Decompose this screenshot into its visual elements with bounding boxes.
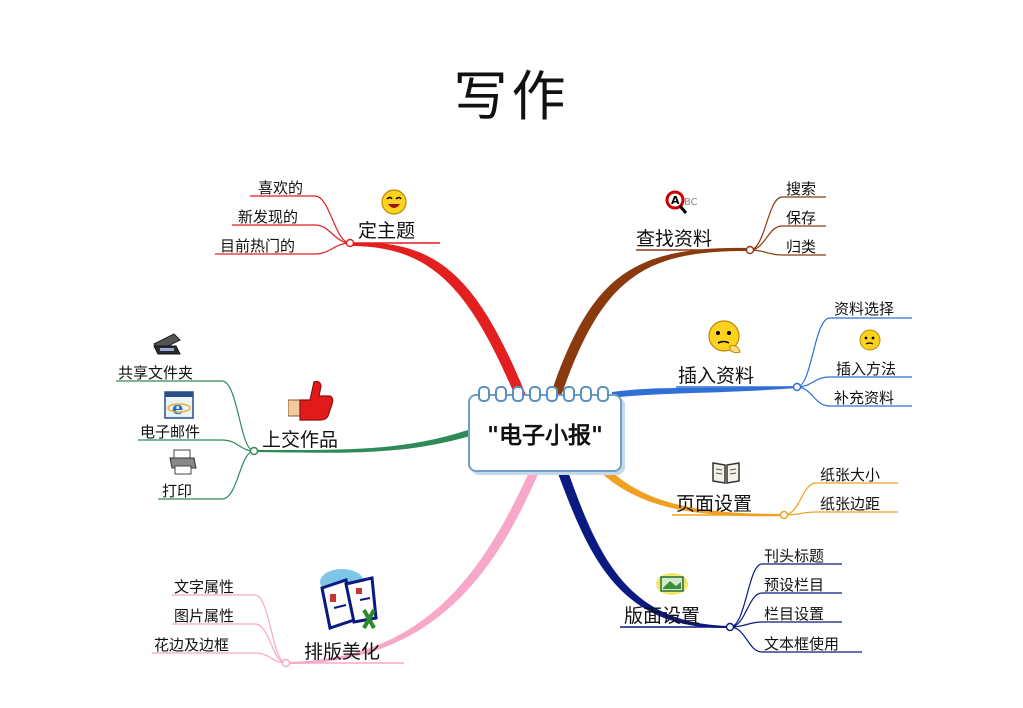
branch-insert-label: 插入资料 bbox=[678, 365, 755, 387]
leaf-insert-1: 资料选择 bbox=[834, 300, 895, 318]
leaf-submit-3: 打印 bbox=[162, 482, 193, 500]
leaf-beautify-2: 图片属性 bbox=[174, 607, 235, 625]
connector-insert-2 bbox=[796, 376, 912, 388]
leaf-insert-3: 补充资料 bbox=[834, 389, 895, 407]
open-book-icon bbox=[712, 462, 740, 484]
branch-page-stem bbox=[598, 466, 784, 517]
search-abc-icon: A BC bbox=[665, 190, 698, 214]
leaf-beautify-1: 文字属性 bbox=[174, 578, 235, 596]
branch-submit-stem bbox=[254, 430, 470, 453]
junction-submit bbox=[249, 446, 259, 456]
ring bbox=[529, 386, 541, 402]
junction-search bbox=[745, 245, 755, 255]
leaf-theme-3: 目前热门的 bbox=[220, 237, 296, 255]
connector-page-1 bbox=[783, 482, 898, 516]
leaf-beautify-3: 花边及边框 bbox=[154, 636, 230, 654]
ring bbox=[563, 386, 575, 402]
notebook-rings bbox=[478, 386, 610, 402]
junction-beautify bbox=[281, 658, 291, 668]
thinking-face-icon bbox=[708, 320, 741, 354]
connector-layout-4 bbox=[729, 626, 862, 653]
leaf-layout-2: 预设栏目 bbox=[764, 576, 825, 594]
branch-theme-stem bbox=[350, 242, 530, 408]
ring bbox=[580, 386, 592, 402]
junction-theme bbox=[345, 238, 355, 248]
connector-page-2 bbox=[783, 511, 898, 516]
branch-layout-stem bbox=[556, 466, 730, 629]
ring bbox=[597, 386, 609, 402]
connector-layout-3 bbox=[729, 621, 842, 628]
connector-beautify-2 bbox=[172, 623, 287, 664]
leaf-page-1: 纸张大小 bbox=[820, 466, 881, 484]
center-node: "电子小报" bbox=[468, 394, 622, 472]
connector-layout-2 bbox=[729, 592, 842, 628]
connector-beautify-1 bbox=[172, 594, 287, 664]
junction-page bbox=[779, 510, 789, 520]
typesetting-icon bbox=[320, 569, 378, 630]
scanner-icon bbox=[153, 333, 181, 355]
leaf-page-2: 纸张边距 bbox=[820, 495, 881, 513]
internet-explorer-icon: e bbox=[164, 391, 194, 419]
connector-search-3 bbox=[749, 249, 826, 256]
connector-search-1 bbox=[749, 196, 826, 251]
branch-search-label: 查找资料 bbox=[636, 228, 713, 250]
junction-layout bbox=[725, 622, 735, 632]
leaf-theme-2: 新发现的 bbox=[238, 208, 299, 226]
branch-search-stem bbox=[548, 247, 750, 405]
page-title: 写作 bbox=[453, 65, 570, 128]
leaf-search-1: 搜索 bbox=[786, 180, 817, 198]
leaf-layout-4: 文本框使用 bbox=[764, 635, 840, 653]
branch-insert-stem bbox=[612, 386, 797, 398]
connector-submit-1 bbox=[116, 380, 255, 452]
printer-icon bbox=[169, 449, 197, 475]
small-thinking-face-icon bbox=[859, 329, 881, 351]
branch-page-label: 页面设置 bbox=[676, 493, 753, 515]
connector-theme-1 bbox=[250, 195, 351, 244]
layout-picture-icon bbox=[656, 573, 688, 595]
connector-search-2 bbox=[749, 225, 826, 251]
leaf-submit-1: 共享文件夹 bbox=[118, 364, 194, 382]
search-icon-text: BC bbox=[684, 197, 698, 208]
leaf-layout-3: 栏目设置 bbox=[764, 605, 825, 623]
connector-theme-3 bbox=[215, 242, 351, 255]
svg-text:e: e bbox=[172, 398, 183, 419]
leaf-submit-2: 电子邮件 bbox=[140, 423, 201, 441]
leaf-connectors bbox=[116, 195, 912, 664]
center-node-label: "电子小报" bbox=[487, 423, 603, 449]
branch-beautify-label: 排版美化 bbox=[304, 641, 381, 663]
leaf-search-3: 归类 bbox=[786, 238, 817, 256]
connector-submit-3 bbox=[158, 450, 255, 500]
branch-layout-label: 版面设置 bbox=[624, 605, 701, 627]
connector-theme-2 bbox=[232, 224, 351, 244]
svg-text:A: A bbox=[671, 194, 680, 207]
branch-submit-label: 上交作品 bbox=[262, 429, 339, 451]
leaf-layout-1: 刊头标题 bbox=[764, 547, 825, 565]
ring bbox=[546, 386, 558, 402]
branch-theme-label: 定主题 bbox=[358, 220, 416, 242]
ring bbox=[478, 386, 490, 402]
connector-insert-3 bbox=[796, 386, 912, 407]
thumbs-up-icon bbox=[288, 380, 334, 421]
junction-insert bbox=[792, 382, 802, 392]
connector-insert-1 bbox=[796, 317, 912, 388]
ring bbox=[512, 386, 524, 402]
ring bbox=[495, 386, 507, 402]
leaf-search-2: 保存 bbox=[786, 209, 817, 227]
laughing-face-icon bbox=[381, 189, 407, 215]
leaf-theme-1: 喜欢的 bbox=[258, 179, 304, 197]
junction-dots bbox=[249, 238, 802, 668]
leaf-insert-2: 插入方法 bbox=[836, 360, 897, 378]
connector-layout-1 bbox=[729, 563, 842, 628]
